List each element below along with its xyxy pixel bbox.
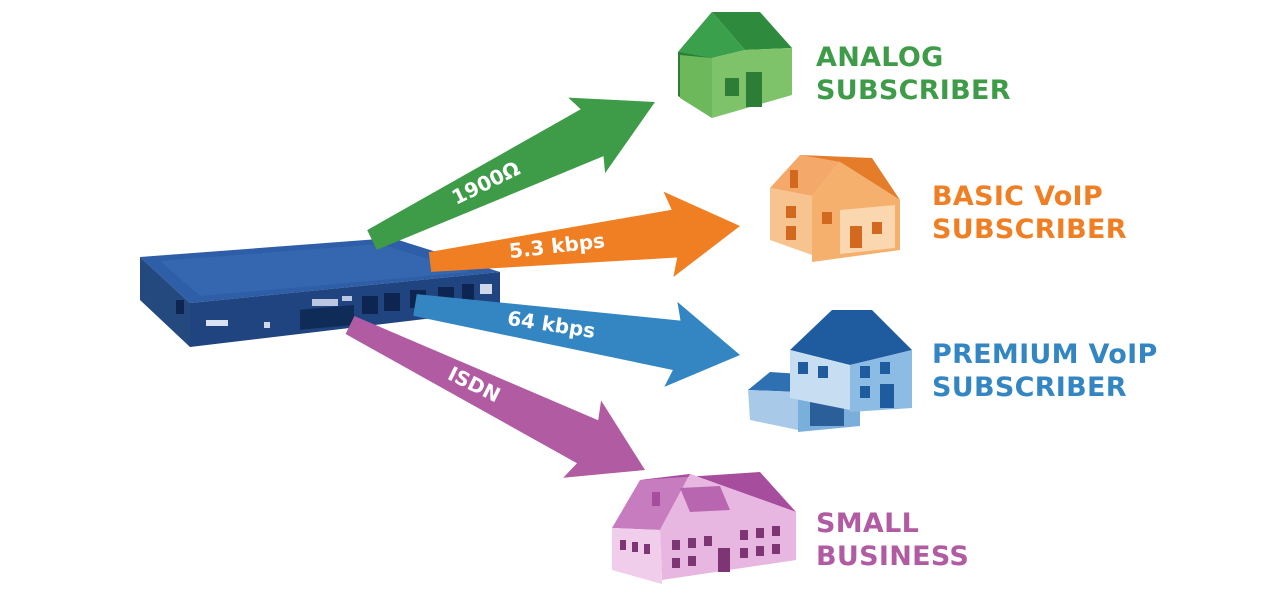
label-line-1: BASIC VoIP (932, 181, 1103, 212)
house-icon (678, 12, 792, 118)
arrow-basic (428, 191, 740, 277)
label-line-2: SUBSCRIBER (932, 372, 1127, 403)
label-line-1: ANALOG (816, 42, 944, 73)
two-story-house-icon (770, 155, 900, 262)
label-line-2: SUBSCRIBER (816, 75, 1011, 106)
label-premium-voip-subscriber: PREMIUM VoIP SUBSCRIBER (932, 338, 1158, 404)
arrow-premium (413, 294, 740, 387)
label-line-1: SMALL (816, 508, 920, 539)
arrow-small (345, 316, 645, 478)
large-house-icon (748, 310, 912, 432)
label-basic-voip-subscriber: BASIC VoIP SUBSCRIBER (932, 180, 1127, 246)
arrow-analog (367, 97, 655, 250)
label-line-2: BUSINESS (816, 541, 970, 572)
label-small-business: SMALL BUSINESS (816, 507, 969, 573)
office-building-icon (612, 472, 796, 584)
label-analog-subscriber: ANALOG SUBSCRIBER (816, 41, 1011, 107)
label-line-2: SUBSCRIBER (932, 214, 1127, 245)
label-line-1: PREMIUM VoIP (932, 339, 1158, 370)
